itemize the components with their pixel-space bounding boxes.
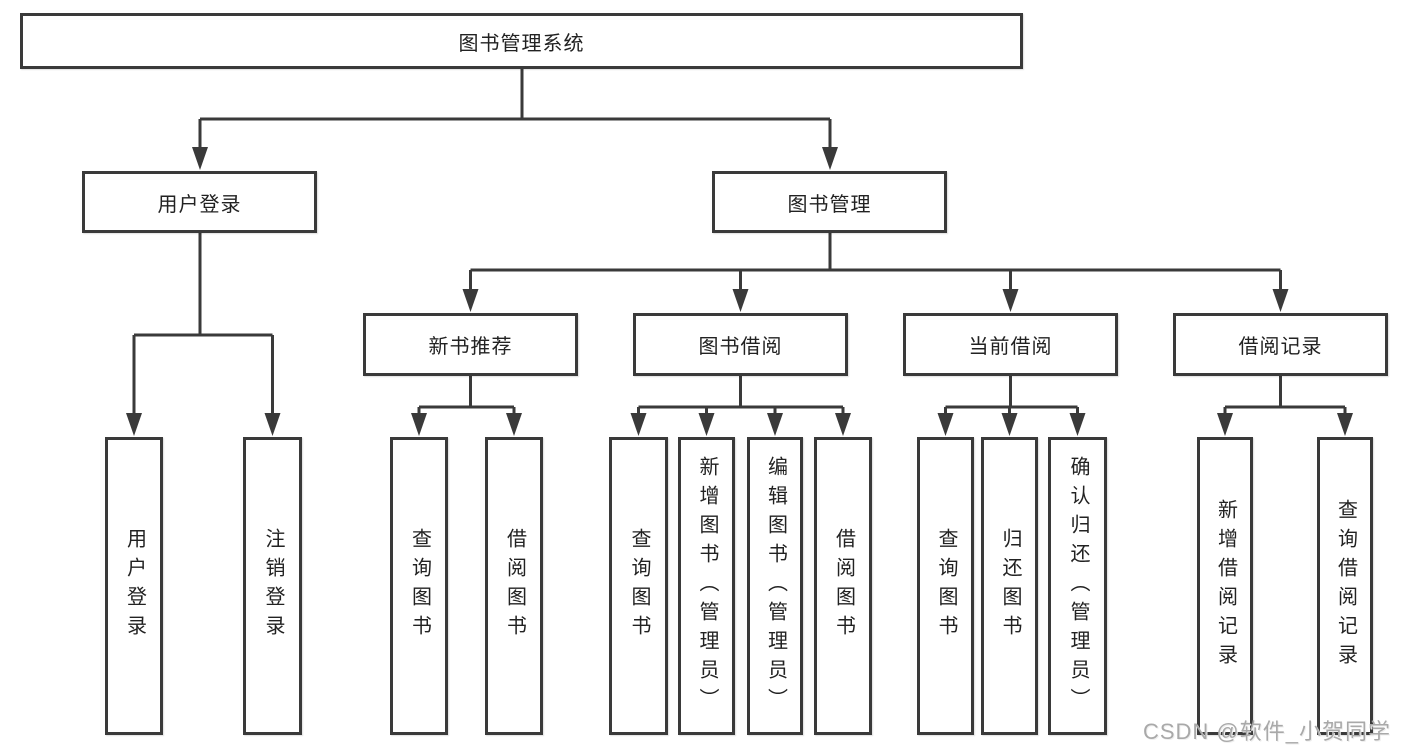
leaf-edit-book-admin: 编辑图书（管理员） bbox=[747, 437, 803, 735]
leaf-add-borrow-record: 新增借阅记录 bbox=[1197, 437, 1253, 735]
node-user-login: 用户登录 bbox=[82, 171, 317, 233]
leaf-query-borrow-record-label: 查询借阅记录 bbox=[1334, 499, 1357, 673]
leaf-return-books-label: 归还图书 bbox=[999, 528, 1021, 644]
node-new-book-recommendation: 新书推荐 bbox=[363, 313, 578, 376]
leaf-confirm-return-admin-label: 确认归还（管理员） bbox=[1067, 455, 1089, 717]
node-book-management-label: 图书管理 bbox=[787, 193, 872, 216]
leaf-user-login: 用户登录 bbox=[105, 437, 163, 735]
leaf-borrow-books-recommend: 借阅图书 bbox=[485, 437, 543, 735]
leaf-user-login-label: 用户登录 bbox=[123, 528, 146, 644]
node-new-book-recommendation-label: 新书推荐 bbox=[428, 336, 513, 358]
node-current-borrowing-label: 当前借阅 bbox=[968, 336, 1053, 358]
leaf-return-books: 归还图书 bbox=[981, 437, 1038, 735]
leaf-edit-book-admin-label: 编辑图书（管理员） bbox=[764, 455, 787, 717]
leaf-add-book-admin: 新增图书（管理员） bbox=[678, 437, 735, 735]
leaf-confirm-return-admin: 确认归还（管理员） bbox=[1048, 437, 1107, 735]
node-library-system: 图书管理系统 bbox=[20, 13, 1023, 69]
node-user-login-label: 用户登录 bbox=[157, 193, 242, 216]
watermark: CSDN @软件_小贺同学 bbox=[1142, 719, 1391, 744]
leaf-query-books-current-label: 查询图书 bbox=[935, 528, 957, 644]
node-book-borrowing-label: 图书借阅 bbox=[698, 336, 783, 358]
leaf-query-books-borrowing-label: 查询图书 bbox=[628, 528, 650, 644]
leaf-query-books-recommend: 查询图书 bbox=[390, 437, 448, 735]
leaf-borrow-books-borrowing: 借阅图书 bbox=[814, 437, 872, 735]
leaf-query-books-borrowing: 查询图书 bbox=[609, 437, 668, 735]
leaf-add-book-admin-label: 新增图书（管理员） bbox=[696, 455, 718, 717]
node-borrowing-records-label: 借阅记录 bbox=[1238, 336, 1323, 358]
leaf-query-books-recommend-label: 查询图书 bbox=[408, 528, 431, 644]
node-current-borrowing: 当前借阅 bbox=[903, 313, 1118, 376]
leaf-query-borrow-record: 查询借阅记录 bbox=[1317, 437, 1373, 735]
node-book-management: 图书管理 bbox=[712, 171, 947, 233]
leaf-logout: 注销登录 bbox=[243, 437, 302, 735]
leaf-logout-label: 注销登录 bbox=[262, 528, 284, 644]
node-book-borrowing: 图书借阅 bbox=[633, 313, 848, 376]
leaf-borrow-books-recommend-label: 借阅图书 bbox=[503, 528, 526, 644]
node-library-system-label: 图书管理系统 bbox=[458, 32, 585, 55]
node-borrowing-records: 借阅记录 bbox=[1173, 313, 1388, 376]
leaf-add-borrow-record-label: 新增借阅记录 bbox=[1214, 499, 1237, 673]
leaf-borrow-books-borrowing-label: 借阅图书 bbox=[832, 528, 855, 644]
leaf-query-books-current: 查询图书 bbox=[917, 437, 974, 735]
